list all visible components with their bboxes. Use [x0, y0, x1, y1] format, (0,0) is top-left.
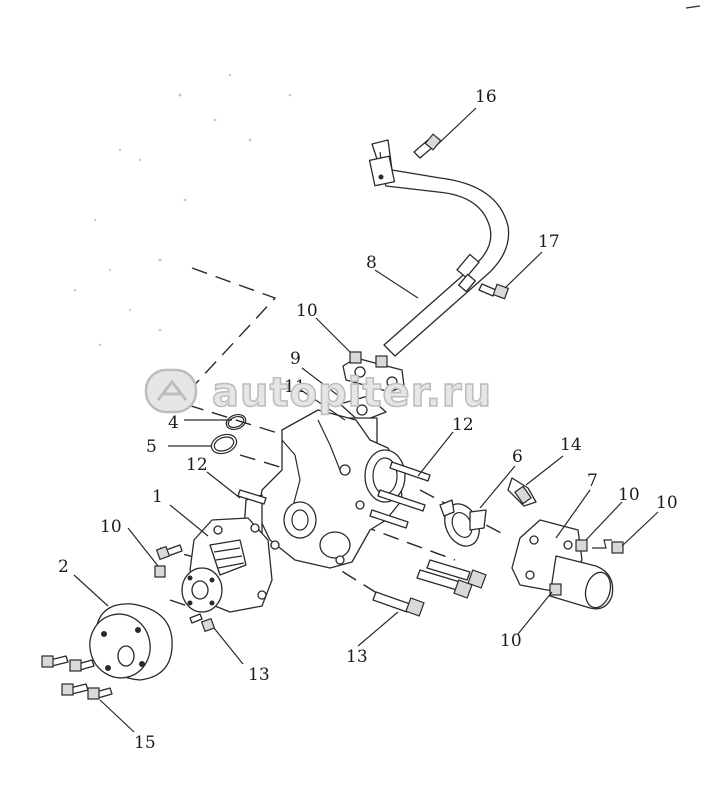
- callout-14: 13: [346, 647, 368, 667]
- callout-7: 7: [587, 471, 598, 491]
- temperature-sensor: [507, 477, 537, 507]
- watermark-text: autopiter.ru: [212, 370, 492, 416]
- callout-15: 13: [248, 665, 270, 685]
- callout-10-top: 10: [296, 301, 318, 321]
- water-pump: [181, 517, 273, 613]
- callout-13-lower: 17: [538, 232, 560, 252]
- o-rings: [210, 413, 247, 455]
- thermostat-outlet-housing: [511, 519, 614, 610]
- pulley: [89, 603, 173, 681]
- callout-12-right: 12: [452, 415, 474, 435]
- background-specks: [73, 73, 292, 347]
- autopiter-logo-icon: [144, 368, 198, 414]
- callout-16: 15: [134, 733, 156, 753]
- callout-8: 8: [366, 253, 377, 273]
- callout-10-bottom: 10: [500, 631, 522, 651]
- callout-2: 2: [58, 557, 69, 577]
- autopiter-watermark: autopiter.ru: [144, 368, 492, 417]
- nuts: [349, 351, 624, 596]
- callout-10-mid: 10: [618, 485, 640, 505]
- housing-studs: [237, 461, 431, 529]
- coolant-pipe: [342, 139, 510, 393]
- callout-6: 6: [512, 447, 523, 467]
- pump-bolts: [154, 544, 216, 633]
- callout-13-upper: 16: [475, 87, 497, 107]
- callout-4: 4: [168, 413, 179, 433]
- callout-leader-lines: [73, 107, 659, 733]
- long-bolts: [372, 559, 487, 617]
- callout-10-left: 10: [100, 517, 122, 537]
- callout-labels: 16 17 8 10 9 11 4 5 12 12 6 14 7 10 10 1…: [58, 87, 678, 753]
- pulley-bolts: [41, 655, 113, 700]
- callout-12-left: 12: [186, 455, 208, 475]
- pipe-bolt-lower: [478, 283, 510, 300]
- pipe-bolt-upper: [413, 133, 442, 159]
- callout-9: 9: [290, 349, 301, 369]
- callout-17: 14: [560, 435, 582, 455]
- callout-5: 5: [146, 437, 157, 457]
- callout-1: 1: [152, 487, 163, 507]
- corner-mark: [685, 5, 701, 9]
- callout-11: 11: [284, 377, 306, 397]
- thermostat: [439, 499, 487, 547]
- callout-10-right: 10: [656, 493, 678, 513]
